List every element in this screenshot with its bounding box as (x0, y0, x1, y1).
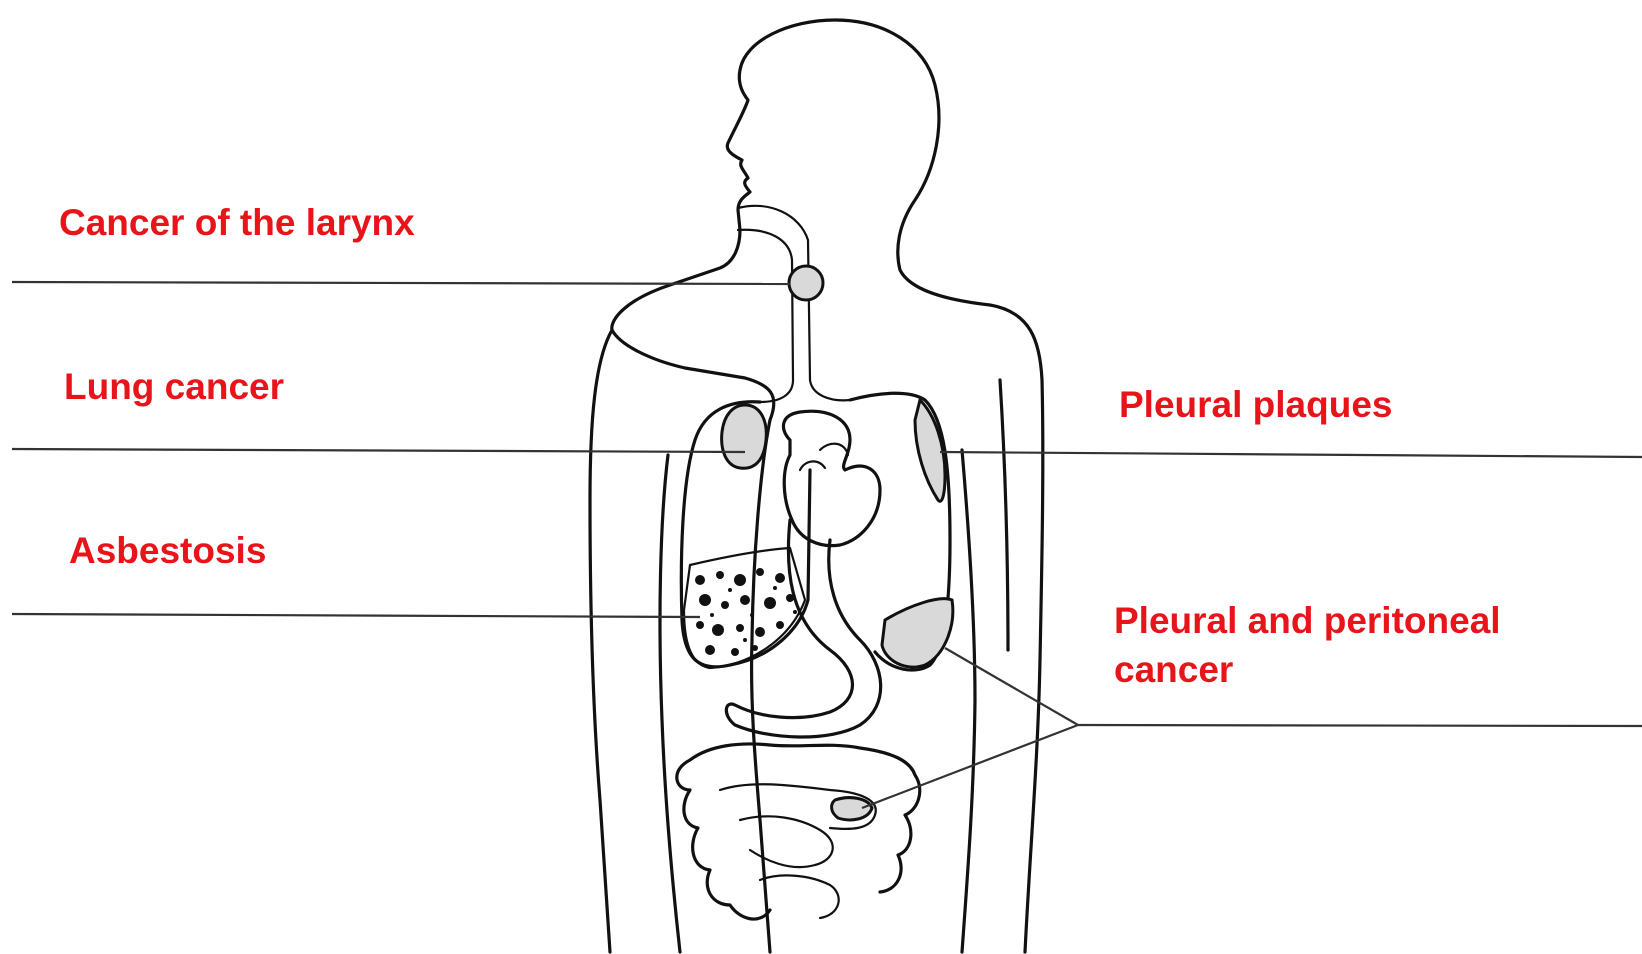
leader-asbestosis (12, 614, 700, 617)
label-pleural-peritoneal-line2: cancer (1114, 645, 1233, 694)
asbestosis-patch (684, 548, 805, 668)
label-asbestosis: Asbestosis (69, 526, 266, 575)
pleural-plaques-lesion (915, 400, 945, 501)
body-outline (590, 20, 1043, 952)
leader-plaques (940, 452, 1642, 457)
label-lung-cancer: Lung cancer (64, 362, 284, 411)
leader-peritoneal-upper (945, 648, 1078, 725)
label-cancer-of-larynx: Cancer of the larynx (59, 198, 415, 247)
trachea (738, 206, 850, 402)
pleural-lesion-lower (882, 599, 953, 667)
leader-lung (12, 449, 745, 452)
leader-peritoneal-main (1078, 725, 1642, 726)
leader-peritoneal-lower (862, 725, 1078, 808)
label-pleural-plaques: Pleural plaques (1119, 380, 1393, 429)
lung-cancer-lesion (722, 405, 767, 468)
peritoneal-lesion (832, 798, 872, 820)
label-pleural-peritoneal-line1: Pleural and peritoneal (1114, 596, 1501, 645)
heart (783, 411, 880, 545)
intestines (677, 744, 920, 919)
larynx-lesion (789, 266, 823, 300)
